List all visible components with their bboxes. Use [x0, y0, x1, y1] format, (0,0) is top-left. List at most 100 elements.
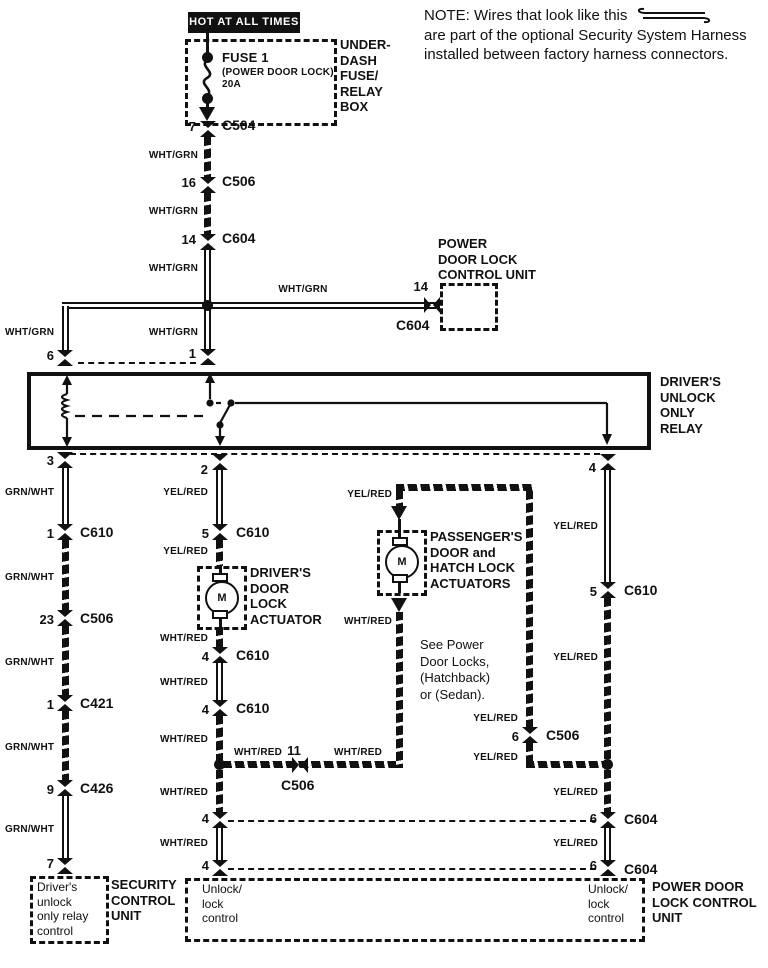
- wire-whtred-driver-1: [216, 627, 223, 647]
- wire-color-yelred-loop-2: YEL/RED: [473, 752, 518, 763]
- wire-color-yelred-pass: YEL/RED: [347, 489, 392, 500]
- security-control-unit-label: SECURITY CONTROL UNIT: [111, 877, 177, 923]
- note-block: NOTE: Wires that look like this are part…: [424, 6, 760, 65]
- connector-c610-1: [57, 524, 73, 540]
- name-c610-5: C610: [236, 524, 270, 540]
- pin-4-relay: 4: [588, 460, 596, 475]
- connector-c610-5: [212, 524, 228, 540]
- fuse-icon: [202, 59, 212, 97]
- fuse-out-arrow: [199, 107, 215, 121]
- pin-6-c604a: 6: [589, 811, 597, 826]
- pdl-control-unit-bottom-label: POWER DOOR LOCK CONTROL UNIT: [652, 879, 757, 925]
- pass-motor-lead-bottom: [398, 582, 401, 593]
- wire-grnwht-3: [62, 626, 69, 695]
- wire-grnwht-1: [62, 468, 69, 524]
- wire-whtred-down-1: [216, 770, 223, 812]
- wire-whtred-down-2: [216, 828, 223, 860]
- pass-motor-lead-top: [398, 530, 401, 538]
- relay-outline: [27, 372, 651, 450]
- wire-color-yelred-right-1: YEL/RED: [553, 521, 598, 532]
- wire-color-whtgrn-bus: WHT/GRN: [278, 284, 328, 295]
- wire-color-grnwht-2: GRN/WHT: [5, 572, 55, 583]
- name-c610-5r: C610: [624, 582, 658, 598]
- wire-whtgrn-bus: [62, 302, 436, 309]
- wire-color-yelred-right-2: YEL/RED: [553, 652, 598, 663]
- name-c506-6: C506: [546, 727, 580, 743]
- passenger-in-arrow: [391, 506, 407, 520]
- note-line2: are part of the optional Security System…: [424, 26, 747, 44]
- c604-connector-line-1: [228, 820, 596, 822]
- wire-color-grnwht-4: GRN/WHT: [5, 742, 55, 753]
- wire-color-whtgrn-1: WHT/GRN: [148, 150, 198, 161]
- pin-16-c506: 16: [181, 175, 196, 190]
- wire-whtgrn-2: [204, 193, 211, 234]
- whtgrn-junction: [202, 300, 213, 311]
- connector-mid-pin4a: [212, 812, 228, 828]
- pdl-control-unit-bottom-box: [185, 878, 645, 942]
- wire-color-whtgrn-3: WHT/GRN: [148, 263, 198, 274]
- fuse-name: FUSE 1: [222, 50, 269, 65]
- connector-c504: [200, 121, 216, 137]
- wire-color-yelred-right-4: YEL/RED: [553, 838, 598, 849]
- pin-4-mid-b: 4: [201, 858, 209, 873]
- connector-c506-23: [57, 610, 73, 626]
- connector-c506-6: [522, 727, 538, 743]
- pin-4-mid-a: 4: [201, 811, 209, 826]
- pin-23-c506: 23: [39, 612, 54, 627]
- wire-color-whtred-pass: WHT/RED: [343, 616, 392, 627]
- wire-whtred-cross: [223, 761, 403, 768]
- pin-14-control-unit: 14: [413, 279, 428, 294]
- relay-top-connector-line: [78, 362, 196, 364]
- connector-relay-pin4: [600, 454, 616, 470]
- pin-5-c610r: 5: [589, 584, 597, 599]
- driver-actuator-label: DRIVER'S DOOR LOCK ACTUATOR: [250, 565, 322, 627]
- wire-color-yelred-right-3: YEL/RED: [553, 787, 598, 798]
- connector-c604-14: [200, 234, 216, 250]
- wire-yelred-loop-down: [526, 491, 533, 727]
- wire-whtgrn-1: [204, 137, 211, 177]
- connector-relay-pin1: [200, 349, 216, 365]
- wire-color-whtred-4: WHT/RED: [159, 787, 208, 798]
- hot-at-all-times-banner: HOT AT ALL TIMES: [188, 12, 300, 33]
- name-c506-11: C506: [281, 777, 315, 793]
- wire-yelred-right-1: [604, 470, 611, 582]
- wire-color-yelred-driver-2: YEL/RED: [163, 546, 208, 557]
- name-c604-6b: C604: [624, 861, 658, 877]
- connector-c610-4a: [212, 647, 228, 663]
- pin-4-c610a: 4: [201, 649, 209, 664]
- pin-11-c506: 11: [287, 743, 301, 758]
- passenger-out-arrow: [391, 598, 407, 612]
- pin-6-c604b: 6: [589, 858, 597, 873]
- driver-motor-lead-bottom: [219, 617, 222, 627]
- fuse-out-wire: [206, 100, 209, 109]
- wire-color-whtgrn-2: WHT/GRN: [148, 206, 198, 217]
- name-c604-control-unit: C604: [396, 317, 430, 333]
- fuse-rating: 20A: [222, 79, 241, 90]
- pin-1-relay: 1: [188, 346, 196, 361]
- connector-mid-pin4b: [212, 860, 228, 876]
- security-control-unit-box: [30, 876, 109, 944]
- wire-yelred-pass-stub: [396, 491, 403, 507]
- pin-6-relay: 6: [46, 348, 54, 363]
- connector-c421-1: [57, 695, 73, 711]
- wire-color-yelred-driver: YEL/RED: [163, 487, 208, 498]
- pin-14-c604: 14: [181, 232, 196, 247]
- name-c506-16: C506: [222, 173, 256, 189]
- wire-color-grnwht-1: GRN/WHT: [5, 487, 55, 498]
- name-c604-14: C604: [222, 230, 256, 246]
- wire-yelred-loop-down2: [526, 743, 533, 768]
- wire-whtgrn-3: [204, 250, 211, 302]
- unlock-lock-control-right: Unlock/ lock control: [588, 882, 629, 925]
- wire-color-grnwht-3: GRN/WHT: [5, 657, 55, 668]
- connector-c426-9: [57, 780, 73, 796]
- passenger-in-lead: [398, 519, 401, 530]
- see-power-door-locks-note: See Power Door Locks, (Hatchback) or (Se…: [420, 637, 491, 702]
- wire-yelred-driver-1: [216, 470, 223, 524]
- pin-4-c610b: 4: [201, 702, 209, 717]
- c604-connector-line-2: [228, 868, 596, 870]
- wire-whtgrn-center-drop: [204, 308, 211, 352]
- name-c426-9: C426: [80, 780, 114, 796]
- connector-c506-16: [200, 177, 216, 193]
- yelred-junction: [602, 759, 613, 770]
